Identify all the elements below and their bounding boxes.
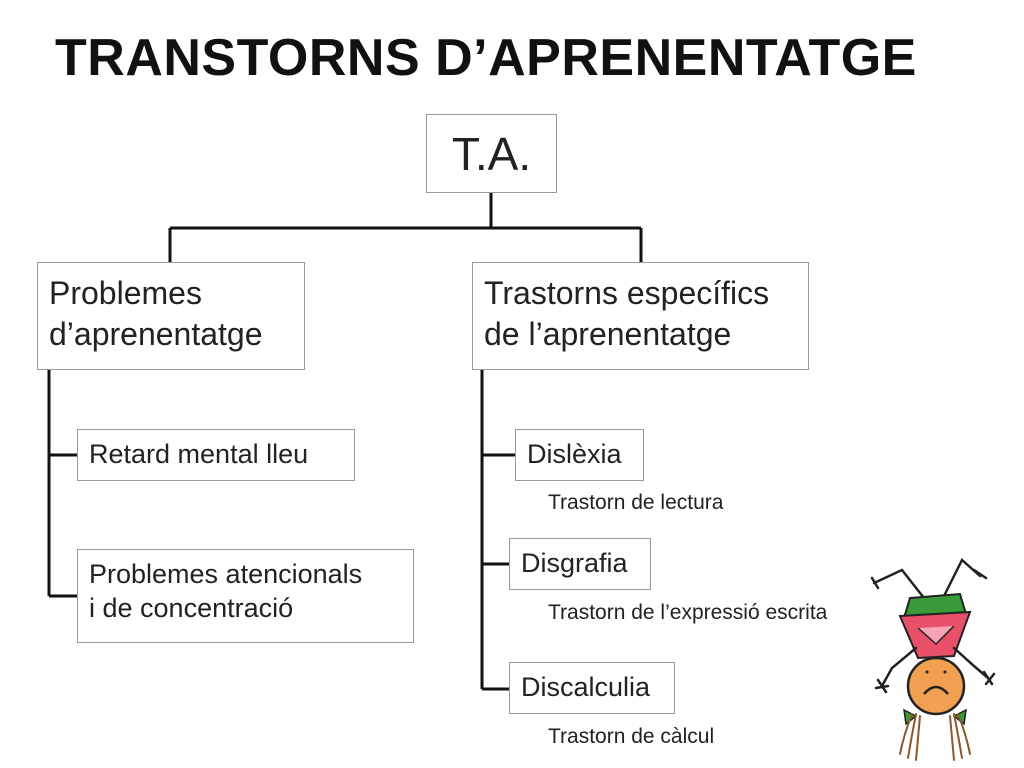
node-label-line: i de concentració bbox=[89, 593, 294, 623]
root-label: T.A. bbox=[451, 127, 532, 180]
note-dislexia: Trastorn de lectura bbox=[548, 491, 724, 514]
note-disgrafia: Trastorn de l’expressió escrita bbox=[548, 601, 828, 624]
note-discalculia: Trastorn de càlcul bbox=[548, 725, 715, 748]
node-label-line: Problemes bbox=[49, 275, 202, 311]
node-label: Discalculia bbox=[521, 672, 651, 702]
page-title: TRANSTORNS D’APRENENTATGE bbox=[55, 29, 917, 87]
node-label: Disgrafia bbox=[521, 548, 628, 578]
node-disgrafia: Disgrafia bbox=[509, 538, 651, 590]
node-label-line: Trastorns específics bbox=[484, 275, 770, 311]
node-label: Dislèxia bbox=[527, 439, 622, 469]
root-node: T.A. bbox=[426, 114, 557, 193]
upside-down-child-illustration bbox=[870, 557, 996, 761]
node-label-line: de l’aprenentatge bbox=[484, 316, 732, 352]
node-label-line: Problemes atencionals bbox=[89, 559, 363, 589]
node-problemes-aprenentatge: Problemes d’aprenentatge bbox=[37, 262, 305, 370]
node-dislexia: Dislèxia bbox=[515, 429, 644, 481]
node-label: Retard mental lleu bbox=[89, 439, 309, 469]
node-problemes-atencionals: Problemes atencionals i de concentració bbox=[77, 549, 414, 643]
node-retard-mental: Retard mental lleu bbox=[77, 429, 355, 481]
node-discalculia: Discalculia bbox=[509, 662, 675, 714]
node-label-line: d’aprenentatge bbox=[49, 316, 263, 352]
node-trastorns-especifics: Trastorns específics de l’aprenentatge bbox=[472, 262, 809, 370]
